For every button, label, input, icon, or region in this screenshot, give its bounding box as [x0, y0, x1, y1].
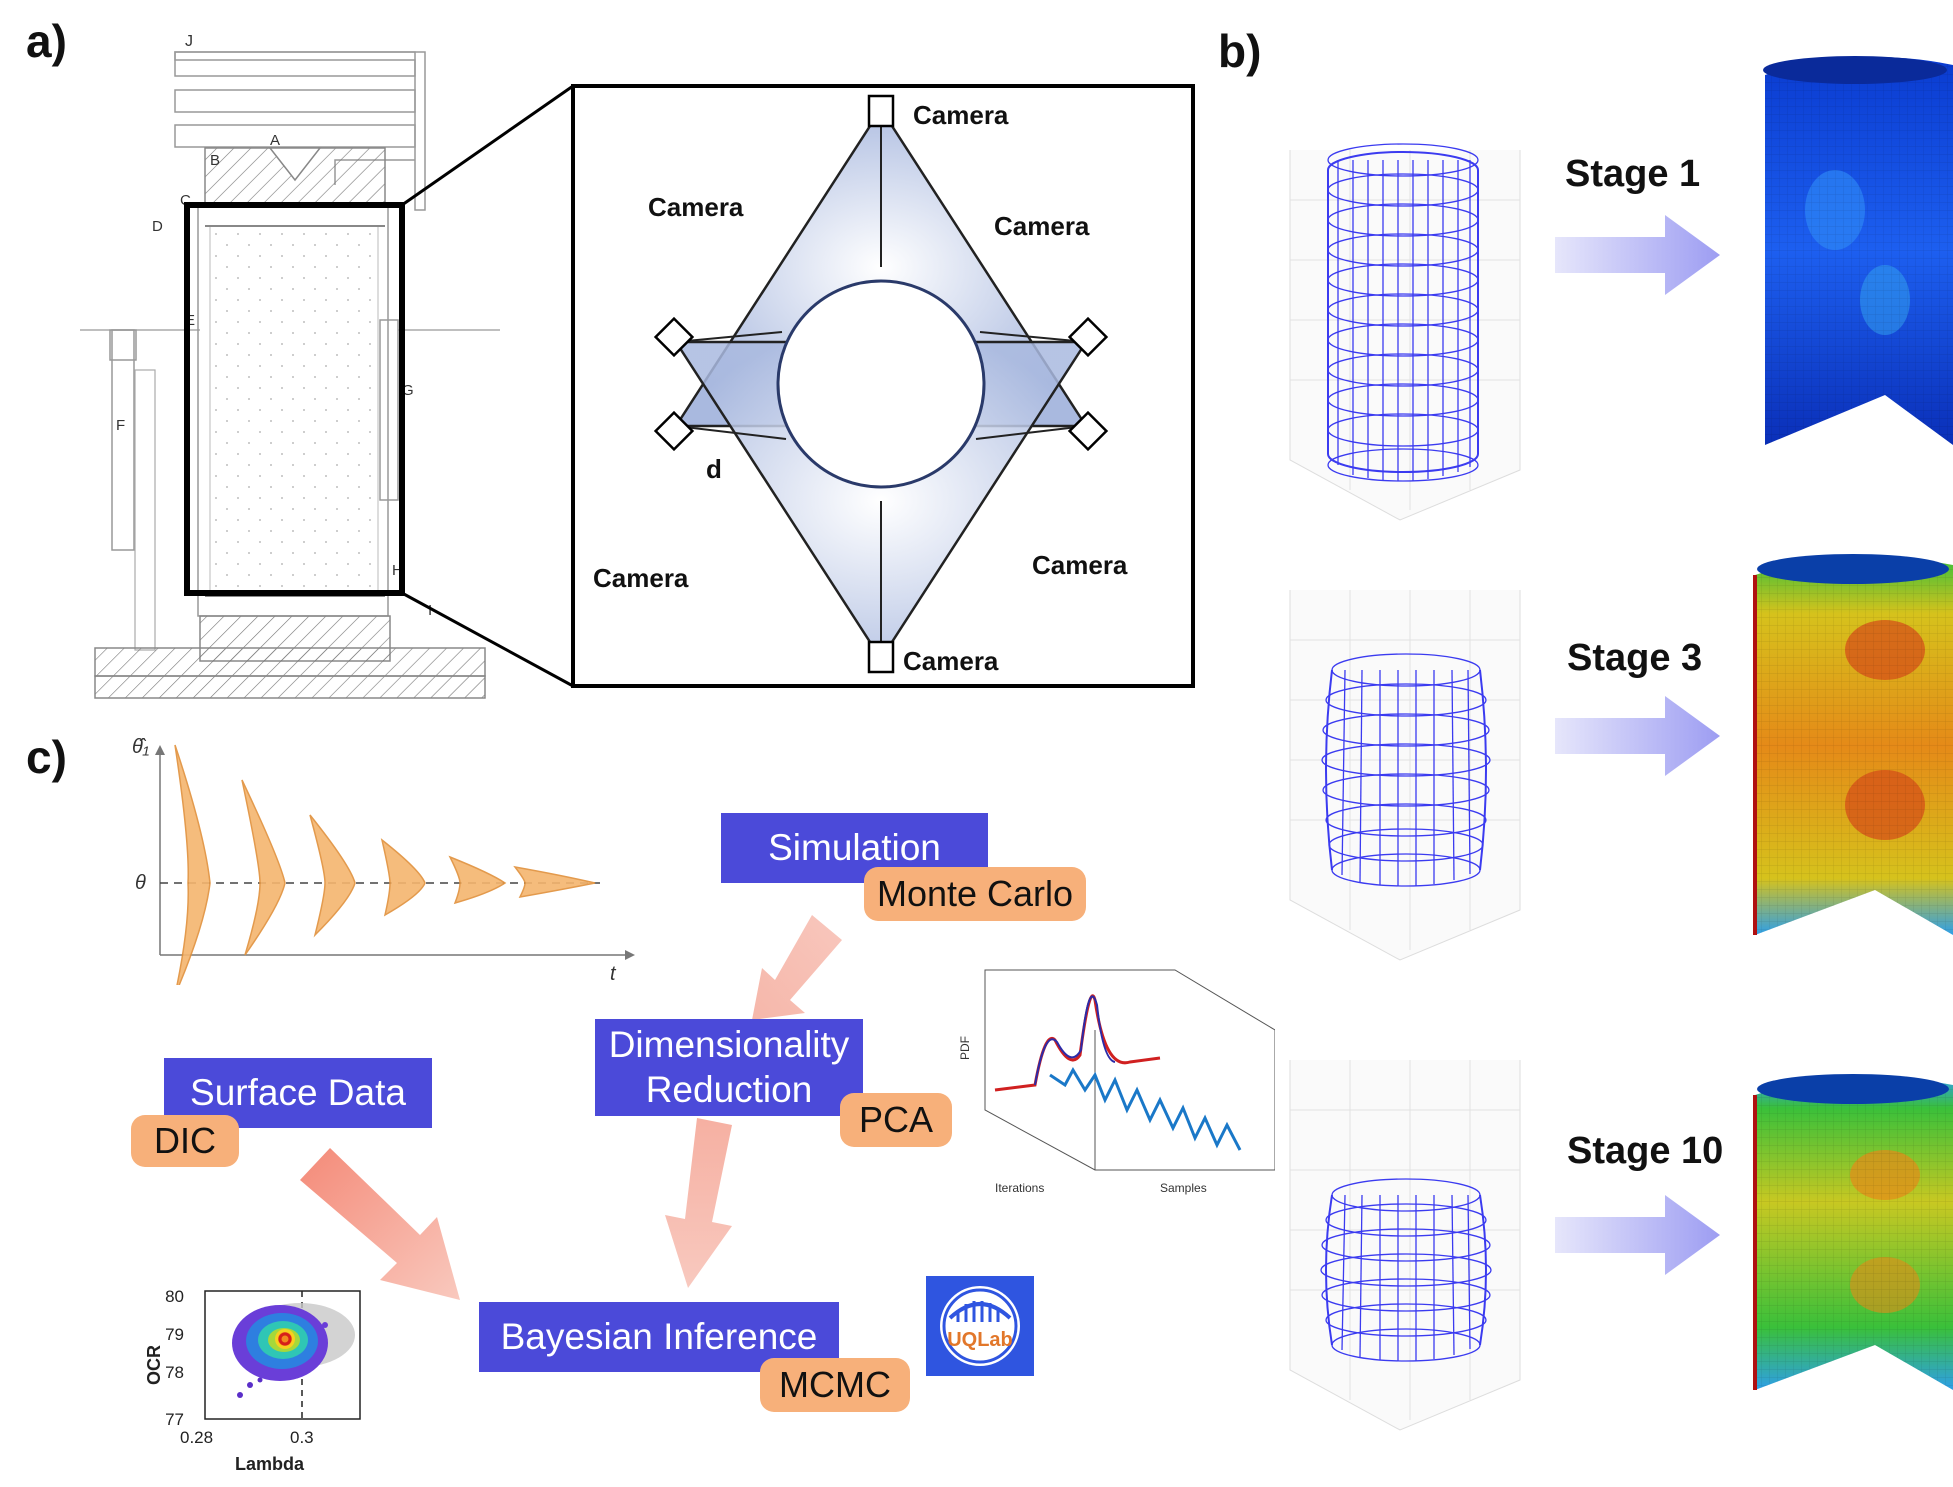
pca-box: PCA — [840, 1093, 952, 1147]
panel-label-a: a) — [26, 15, 67, 67]
monte-carlo-label: Monte Carlo — [876, 873, 1074, 914]
dimensionality-reduction-box: Dimensionality Reduction — [595, 1019, 863, 1116]
label-b: B — [210, 152, 220, 169]
posterior-evolution-plot: θ̂₁ θ t — [132, 736, 635, 985]
dic-label: DIC — [154, 1120, 216, 1161]
iterations-axis-label: Iterations — [995, 1181, 1044, 1195]
surface-data-label: Surface Data — [190, 1071, 406, 1113]
triaxial-apparatus-schematic: J A B C D E F G H I — [80, 33, 500, 699]
label-d: D — [152, 218, 163, 235]
y-axis-label: OCR — [144, 1345, 164, 1385]
stage-label-10: Stage 10 — [1567, 1130, 1724, 1172]
label-a: A — [270, 132, 280, 149]
stage-arrow-1 — [1555, 215, 1720, 295]
simulation-label: Simulation — [768, 826, 941, 868]
x-tick-03: 0.3 — [290, 1428, 314, 1447]
camera-star-diagram: d — [653, 94, 1109, 674]
dim-reduction-line-2: Reduction — [645, 1068, 813, 1110]
camera-icon — [653, 316, 695, 358]
x-tick-028: 0.28 — [180, 1428, 213, 1447]
dim-reduction-line-1: Dimensionality — [608, 1024, 850, 1066]
uqlab-text: UQLab — [947, 1329, 1013, 1351]
pdf-trace-plot: PDF Iterations Samples — [958, 969, 1275, 1195]
stage-label-1: Stage 1 — [1565, 153, 1701, 195]
dic-box: DIC — [131, 1115, 239, 1167]
mesh-plot-stage-10 — [1289, 1060, 1521, 1431]
camera-label-lower-left: Camera — [593, 563, 689, 593]
pdf-axis-label: PDF — [958, 1036, 972, 1060]
camera-icon — [1067, 316, 1109, 358]
bayesian-inference-label: Bayesian Inference — [500, 1315, 818, 1357]
label-j: J — [185, 33, 193, 50]
panel-label-b: b) — [1218, 25, 1262, 77]
mesh-plot-stage-3 — [1289, 590, 1521, 961]
camera-label-lower-right: Camera — [1032, 550, 1128, 580]
camera-label-top: Camera — [913, 100, 1009, 130]
stage-arrow-10 — [1555, 1195, 1720, 1275]
samples-axis-label: Samples — [1160, 1181, 1207, 1195]
workflow-arrows — [300, 915, 842, 1300]
fe-result-stage-10 — [1753, 1074, 1953, 1390]
zoom-frame — [184, 84, 574, 688]
mcmc-label: MCMC — [779, 1364, 891, 1405]
camera-icon — [867, 640, 895, 674]
camera-icon — [653, 410, 695, 452]
posterior-ref-label: θ — [135, 872, 146, 894]
mesh-plot-stage-1 — [1289, 143, 1521, 521]
mcmc-box: MCMC — [760, 1358, 910, 1412]
stage-arrow-3 — [1555, 696, 1720, 776]
x-axis-label: Lambda — [235, 1454, 305, 1474]
fe-result-stage-3 — [1753, 554, 1953, 935]
ocr-lambda-scatter: 80 79 78 77 0.28 0.3 Lambda OCR — [144, 1287, 361, 1474]
label-h: H — [392, 562, 403, 579]
y-tick-77: 77 — [165, 1410, 184, 1429]
label-e: E — [185, 312, 195, 329]
panel-label-c: c) — [26, 731, 67, 783]
camera-label-upper-left: Camera — [648, 192, 744, 222]
camera-layout-box — [571, 84, 1195, 688]
fe-result-stage-1 — [1763, 56, 1953, 445]
posterior-x-label: t — [610, 963, 617, 985]
distance-label: d — [706, 454, 722, 484]
distance-d-line — [675, 425, 787, 440]
camera-label-upper-right: Camera — [994, 211, 1090, 241]
y-tick-80: 80 — [165, 1287, 184, 1306]
camera-label-bottom: Camera — [903, 646, 999, 676]
pca-label: PCA — [858, 1099, 934, 1140]
y-tick-79: 79 — [165, 1325, 184, 1344]
label-f: F — [116, 417, 125, 434]
monte-carlo-box: Monte Carlo — [864, 867, 1086, 921]
surface-data-box: Surface Data — [164, 1058, 432, 1128]
y-tick-78: 78 — [165, 1363, 184, 1382]
specimen-circle — [776, 279, 986, 489]
posterior-y-label: θ̂₁ — [132, 736, 149, 758]
camera-icon — [1067, 410, 1109, 452]
label-i: I — [428, 602, 432, 619]
uqlab-logo: UQLab — [926, 1276, 1034, 1376]
label-c: C — [180, 192, 191, 209]
camera-icon — [867, 94, 895, 128]
label-g: G — [402, 382, 414, 399]
stage-label-3: Stage 3 — [1567, 637, 1703, 679]
